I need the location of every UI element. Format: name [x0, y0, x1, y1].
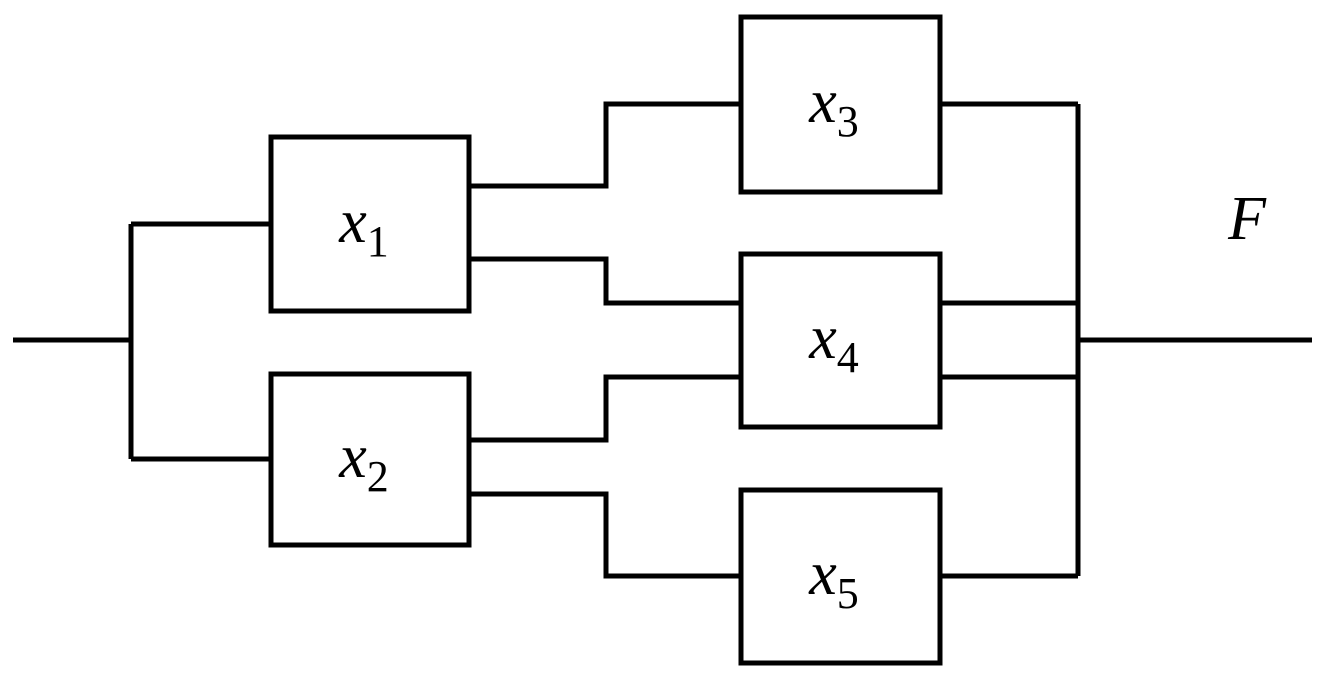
block-x4-label-base: x — [808, 304, 837, 372]
block-x1-label: x1 — [338, 188, 389, 266]
block-x3[interactable]: x3 — [738, 14, 943, 195]
block-x2-rect[interactable] — [268, 371, 472, 548]
block-x3-label: x3 — [808, 68, 859, 146]
block-x1-rect[interactable] — [268, 134, 472, 314]
wire-x1-out-upper-to-x3-input — [469, 101, 741, 189]
wire-x2-out-lower-to-x5-input — [469, 491, 741, 579]
block-x5-label-sub: 5 — [837, 569, 859, 618]
output-terminal-label: F — [1227, 185, 1267, 253]
block-x2-label-sub: 2 — [367, 452, 389, 501]
block-x3-label-base: x — [808, 68, 837, 136]
block-x4-label: x4 — [808, 304, 859, 382]
block-x4[interactable]: x4 — [738, 251, 943, 430]
block-x2[interactable]: x2 — [268, 371, 472, 548]
block-x5-rect[interactable] — [738, 487, 943, 666]
block-x1-label-sub: 1 — [367, 217, 389, 266]
block-x1-label-base: x — [338, 188, 367, 256]
block-x4-rect[interactable] — [738, 251, 943, 430]
block-x4-label-sub: 4 — [837, 333, 859, 382]
wire-layer — [13, 101, 1312, 579]
block-x3-label-sub: 3 — [837, 97, 859, 146]
block-x3-rect[interactable] — [738, 14, 943, 195]
block-x2-label-base: x — [338, 423, 367, 491]
wire-x2-out-upper-to-x4-input-lower — [469, 374, 741, 443]
block-x1[interactable]: x1 — [268, 134, 472, 314]
block-x2-label: x2 — [338, 423, 389, 501]
block-x5-label: x5 — [808, 540, 859, 618]
wire-x1-out-lower-to-x4-input-upper — [469, 256, 741, 306]
block-x5-label-base: x — [808, 540, 837, 608]
block-x5[interactable]: x5 — [738, 487, 943, 666]
block-layer: x1 x2 x3 x4 — [268, 14, 943, 666]
